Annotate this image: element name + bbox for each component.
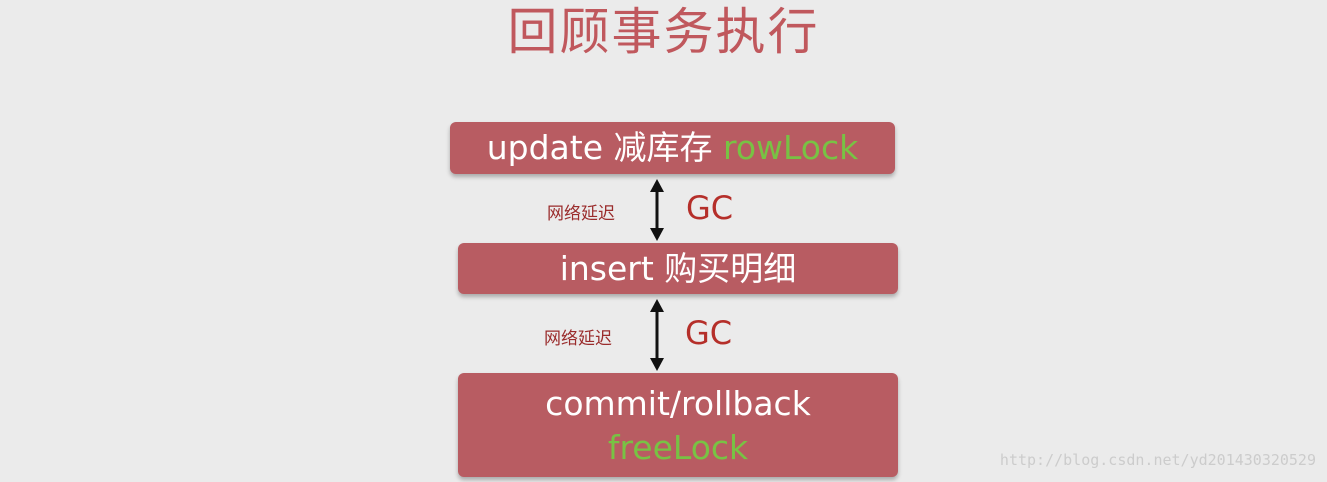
page-title: 回顾事务执行 <box>507 3 820 61</box>
step-commit-box: commit/rollback freeLock <box>458 373 898 477</box>
double-arrow-icon-2 <box>650 299 664 371</box>
watermark-url: http://blog.csdn.net/yd201430320529 <box>999 451 1316 469</box>
network-delay-label-2: 网络延迟 <box>544 329 612 349</box>
step-insert-text: insert 购买明细 <box>559 249 797 288</box>
step-insert-box: insert 购买明细 <box>458 243 898 294</box>
gc-label-2: GC <box>685 314 733 352</box>
step-commit-highlight: freeLock <box>607 428 749 467</box>
step-update-highlight: rowLock <box>722 128 859 167</box>
gc-label-1: GC <box>686 189 734 227</box>
step-update-text: update 减库存 <box>486 128 713 167</box>
network-delay-label-1: 网络延迟 <box>547 204 615 224</box>
step-update-box: update 减库存 rowLock <box>450 122 895 174</box>
double-arrow-icon-1 <box>650 179 664 241</box>
step-commit-text: commit/rollback <box>545 384 811 423</box>
